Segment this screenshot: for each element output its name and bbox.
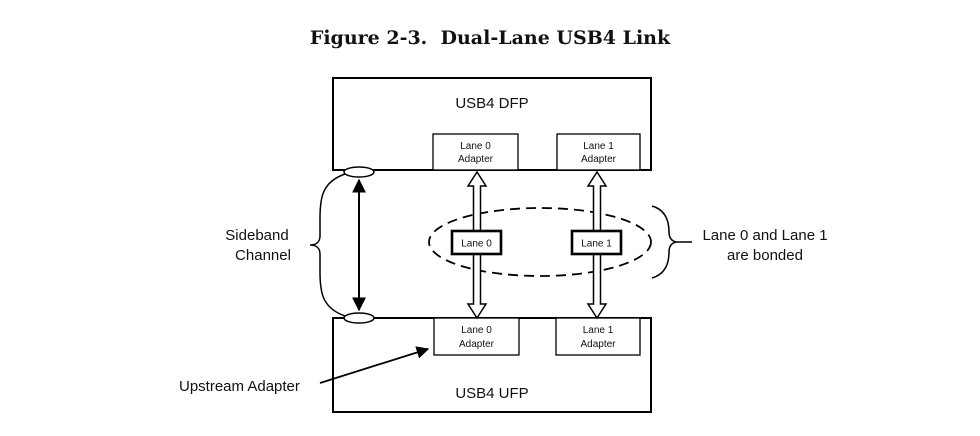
bonded-lanes-ellipse [428, 207, 652, 277]
ufp-lane0-adapter-line1: Lane 0 [461, 325, 492, 336]
bonded-brace [651, 205, 677, 279]
ufp-lane1-adapter: Lane 1 Adapter [555, 317, 641, 356]
sideband-bottom-port [343, 312, 375, 324]
ufp-lane1-adapter-line2: Adapter [580, 339, 616, 350]
upstream-adapter-callout: Upstream Adapter [179, 346, 430, 395]
sideband-label-line2: Channel [235, 247, 291, 264]
bonded-note: Lane 0 and Lane 1 are bonded [651, 205, 828, 279]
sideband-brace [309, 173, 346, 317]
sideband-label-line1: Sideband [225, 227, 288, 244]
lane0-box: Lane 0 [450, 229, 503, 256]
upstream-adapter-label: Upstream Adapter [179, 378, 300, 395]
usb4-dfp: USB4 DFP Lane 0 Adapter Lane 1 Adapter [332, 77, 652, 171]
sideband-channel: Sideband Channel [225, 166, 375, 324]
dfp-lane1-adapter-line2: Adapter [581, 154, 617, 165]
ufp-lane0-adapter: Lane 0 Adapter [433, 317, 520, 356]
lane1-label: Lane 1 [581, 239, 612, 250]
upstream-adapter-arrow [319, 346, 430, 384]
sideband-top-port [343, 166, 375, 178]
bonded-note-line2: are bonded [727, 247, 803, 264]
dfp-lane0-adapter: Lane 0 Adapter [432, 133, 519, 171]
dfp-label: USB4 DFP [455, 95, 528, 112]
ufp-label: USB4 UFP [455, 385, 528, 402]
ufp-lane0-adapter-line2: Adapter [459, 339, 495, 350]
figure-title: Figure 2-3. Dual-Lane USB4 Link [310, 27, 671, 49]
dfp-lane0-adapter-line2: Adapter [458, 154, 494, 165]
dfp-lane1-adapter-line1: Lane 1 [583, 141, 614, 152]
ufp-lane1-adapter-line1: Lane 1 [583, 325, 614, 336]
usb4-ufp: USB4 UFP Lane 0 Adapter Lane 1 Adapter [332, 317, 652, 413]
bonded-note-line1: Lane 0 and Lane 1 [702, 227, 827, 244]
lane1-box: Lane 1 [570, 229, 623, 256]
lane0-label: Lane 0 [461, 239, 492, 250]
dfp-lane0-adapter-line1: Lane 0 [460, 141, 491, 152]
dfp-lane1-adapter: Lane 1 Adapter [556, 133, 641, 171]
